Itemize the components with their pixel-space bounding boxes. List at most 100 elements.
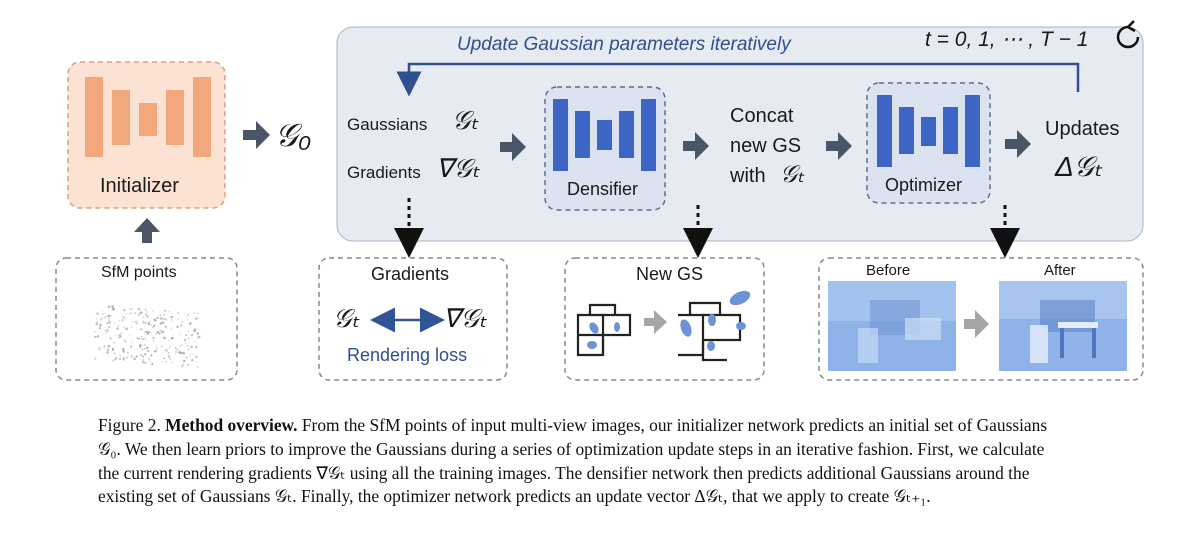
- sfm-point: [151, 327, 154, 329]
- sfm-point: [94, 330, 96, 333]
- sfm-point: [142, 316, 145, 319]
- sfm-point: [186, 318, 189, 321]
- render-before-image: [828, 281, 956, 371]
- sfm-point: [106, 322, 109, 324]
- sfm-point: [163, 357, 166, 360]
- caption-line-2: 𝒢₀. We then learn priors to improve the …: [98, 438, 1045, 459]
- sfm-point: [125, 313, 127, 315]
- sfm-point: [122, 350, 125, 353]
- sfm-point: [196, 366, 199, 369]
- sfm-point: [101, 317, 104, 319]
- sfm-point: [133, 357, 136, 361]
- sfm-point: [137, 308, 140, 311]
- sfm-point: [106, 348, 110, 352]
- sfm-point: [109, 314, 112, 317]
- sfm-point: [145, 322, 147, 324]
- sfm-point: [152, 324, 156, 328]
- sfm-point: [163, 336, 166, 340]
- sfm-point: [136, 319, 139, 322]
- sfm-point: [181, 351, 184, 355]
- sfm-point: [149, 360, 151, 362]
- sfm-point: [195, 340, 197, 342]
- sfm-point: [162, 330, 165, 334]
- sfm-point: [141, 355, 144, 358]
- gradients-panel-right-symbol: ∇𝒢ₜ: [443, 303, 487, 333]
- sfm-point: [152, 310, 154, 312]
- sfm-point: [149, 321, 151, 323]
- sfm-point: [149, 331, 152, 334]
- sfm-label: SfM points: [101, 264, 177, 281]
- sfm-point: [184, 342, 187, 345]
- sfm-point: [146, 346, 149, 350]
- sfm-point: [115, 334, 117, 337]
- sfm-point: [183, 359, 186, 363]
- sfm-point: [181, 320, 184, 323]
- sfm-point: [113, 341, 116, 344]
- sfm-point: [156, 347, 159, 350]
- sfm-point: [112, 359, 114, 362]
- caption-text-1: From the SfM points of input multi-view …: [301, 415, 1048, 435]
- sfm-point: [146, 311, 148, 313]
- sfm-point: [195, 346, 198, 349]
- sfm-point: [165, 349, 168, 352]
- sfm-point: [154, 319, 157, 322]
- sfm-point: [137, 313, 141, 316]
- caption-title: Method overview.: [165, 415, 298, 435]
- render-before-label: Before: [866, 262, 911, 279]
- sfm-point: [182, 363, 185, 366]
- caption-line-4: existing set of Gaussians 𝒢ₜ. Finally, t…: [98, 486, 931, 507]
- arrow-initializer-to-g0: [243, 121, 270, 149]
- sfm-point: [125, 318, 127, 320]
- sfm-point: [122, 348, 125, 351]
- sfm-point: [163, 309, 166, 312]
- sfm-point: [190, 345, 193, 349]
- iteration-range: t = 0, 1, ⋯ , T − 1: [925, 28, 1089, 51]
- sfm-point: [190, 333, 194, 337]
- sfm-point: [118, 319, 121, 322]
- sfm-point: [187, 363, 189, 366]
- sfm-point: [187, 348, 190, 351]
- sfm-point: [155, 345, 158, 348]
- sfm-point: [161, 321, 165, 325]
- sfm-point: [119, 358, 122, 360]
- sfm-point: [112, 307, 115, 311]
- caption-line-1: Figure 2. Method overview. From the SfM …: [98, 414, 1185, 438]
- sfm-point: [195, 361, 198, 364]
- arrow-densifier-to-concat: [683, 132, 709, 160]
- updates-symbol: Δ𝒢ₜ: [1055, 151, 1102, 182]
- sfm-point: [135, 321, 137, 323]
- sfm-panel: [55, 257, 238, 381]
- sfm-point: [139, 311, 141, 313]
- gaussians-label: Gaussians: [347, 115, 428, 134]
- sfm-point: [124, 340, 127, 343]
- gradients-panel-left-symbol: 𝒢ₜ: [333, 303, 360, 333]
- newgs-title: New GS: [636, 264, 704, 284]
- sfm-point: [159, 315, 161, 317]
- sfm-point: [157, 331, 160, 334]
- sfm-point: [107, 305, 111, 308]
- sfm-point: [144, 308, 147, 311]
- sfm-point: [187, 330, 190, 333]
- sfm-point: [139, 358, 141, 360]
- sfm-point: [151, 362, 154, 366]
- sfm-point: [122, 315, 125, 319]
- sfm-point: [143, 361, 147, 365]
- rendering-loss-label: Rendering loss: [347, 345, 468, 365]
- sfm-point: [108, 319, 111, 322]
- render-transition-arrow: [964, 310, 989, 338]
- sfm-point: [131, 326, 133, 328]
- sfm-point: [96, 323, 98, 325]
- sfm-point: [195, 317, 198, 320]
- sfm-point: [147, 330, 150, 334]
- newgs-panel: [564, 257, 765, 381]
- concat-symbol: 𝒢ₜ: [780, 161, 805, 188]
- sfm-point: [138, 337, 140, 340]
- sfm-point: [188, 322, 192, 325]
- sfm-point: [146, 315, 149, 318]
- sfm-point: [136, 337, 139, 339]
- sfm-point: [143, 337, 146, 340]
- sfm-point: [108, 321, 111, 324]
- sfm-point: [196, 332, 199, 335]
- sfm-point: [102, 312, 105, 315]
- sfm-point: [164, 318, 167, 321]
